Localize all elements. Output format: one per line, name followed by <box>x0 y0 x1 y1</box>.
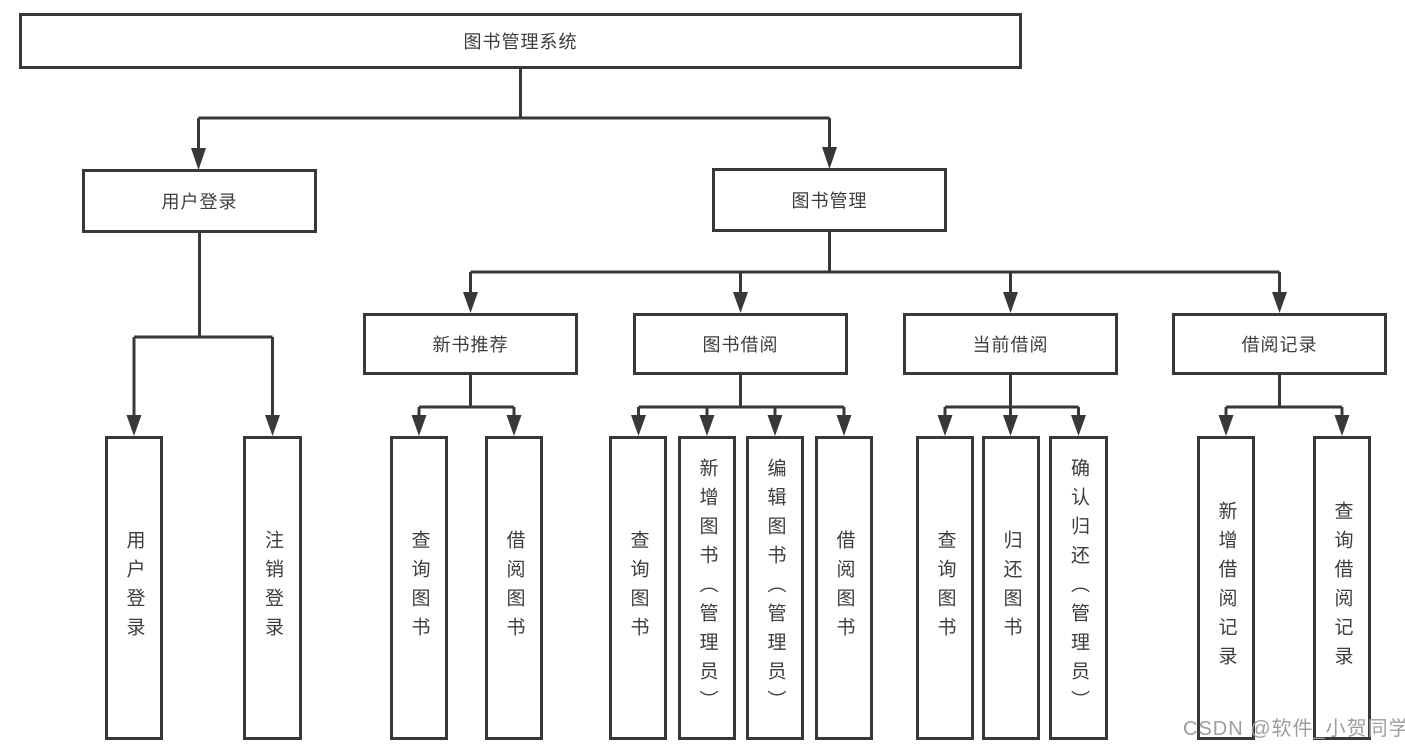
node-new-book-recommend-label: 新书推荐 <box>432 335 509 355</box>
connector-login-to-leaves <box>132 233 274 418</box>
leaf-edit-book-admin-label: 编辑图书（管理员） <box>764 457 786 719</box>
leaf-logout-label: 注销登录 <box>262 530 283 646</box>
leaf-borrow-query-book: 查询图书 <box>609 436 667 740</box>
connector-recommend-to-leaves <box>417 375 516 419</box>
leaf-add-book-admin-label: 新增图书（管理员） <box>696 457 718 719</box>
connector-records-to-leaves <box>1224 375 1344 419</box>
node-user-login: 用户登录 <box>82 169 317 233</box>
leaf-add-borrow-record-label: 新增借阅记录 <box>1215 501 1237 675</box>
leaf-logout: 注销登录 <box>243 436 302 740</box>
node-book-borrow-label: 图书借阅 <box>702 335 779 355</box>
leaf-query-borrow-record-label: 查询借阅记录 <box>1331 501 1353 675</box>
leaf-return-book-label: 归还图书 <box>1000 530 1022 646</box>
leaf-borrow-query-book-label: 查询图书 <box>627 530 649 646</box>
connector-root-to-level2 <box>197 69 831 152</box>
leaf-recommend-borrow-book-label: 借阅图书 <box>503 530 525 646</box>
node-root-label: 图书管理系统 <box>463 32 578 52</box>
node-current-borrow: 当前借阅 <box>903 313 1118 375</box>
leaf-user-login-label: 用户登录 <box>123 530 145 646</box>
node-current-borrow-label: 当前借阅 <box>972 335 1049 355</box>
node-borrow-records-label: 借阅记录 <box>1241 335 1318 355</box>
arrowhead-icons-level2 <box>191 147 837 170</box>
leaf-recommend-query-book: 查询图书 <box>390 436 448 740</box>
leaf-borrow-book: 借阅图书 <box>815 436 873 740</box>
node-book-management: 图书管理 <box>712 168 947 232</box>
connector-current-to-leaves <box>943 375 1080 419</box>
leaf-add-book-admin: 新增图书（管理员） <box>678 436 736 740</box>
leaf-user-login: 用户登录 <box>105 436 163 740</box>
arrowhead-icons-level3 <box>463 292 1287 313</box>
csdn-watermark: CSDN @软件_小贺同学 <box>1183 718 1405 740</box>
leaf-return-book: 归还图书 <box>982 436 1040 740</box>
leaf-edit-book-admin: 编辑图书（管理员） <box>746 436 804 740</box>
node-book-borrow: 图书借阅 <box>633 313 848 375</box>
connector-borrow-to-leaves <box>637 375 846 419</box>
leaf-add-borrow-record: 新增借阅记录 <box>1197 436 1255 740</box>
leaf-recommend-borrow-book: 借阅图书 <box>485 436 543 740</box>
node-book-management-label: 图书管理 <box>791 191 868 211</box>
connector-management-to-level3 <box>469 232 1281 295</box>
node-user-login-label: 用户登录 <box>161 192 238 212</box>
leaf-borrow-book-label: 借阅图书 <box>833 530 855 646</box>
node-root-system: 图书管理系统 <box>19 13 1022 69</box>
node-new-book-recommend: 新书推荐 <box>363 313 578 375</box>
leaf-confirm-return-admin-label: 确认归还（管理员） <box>1068 457 1089 719</box>
leaf-recommend-query-book-label: 查询图书 <box>408 530 430 646</box>
leaf-confirm-return-admin: 确认归还（管理员） <box>1049 436 1108 740</box>
leaf-query-borrow-record: 查询借阅记录 <box>1313 436 1371 740</box>
leaf-current-query-book-label: 查询图书 <box>934 530 956 646</box>
node-borrow-records: 借阅记录 <box>1172 313 1387 375</box>
leaf-current-query-book: 查询图书 <box>916 436 974 740</box>
arrowhead-icons-leaves <box>126 415 1350 436</box>
